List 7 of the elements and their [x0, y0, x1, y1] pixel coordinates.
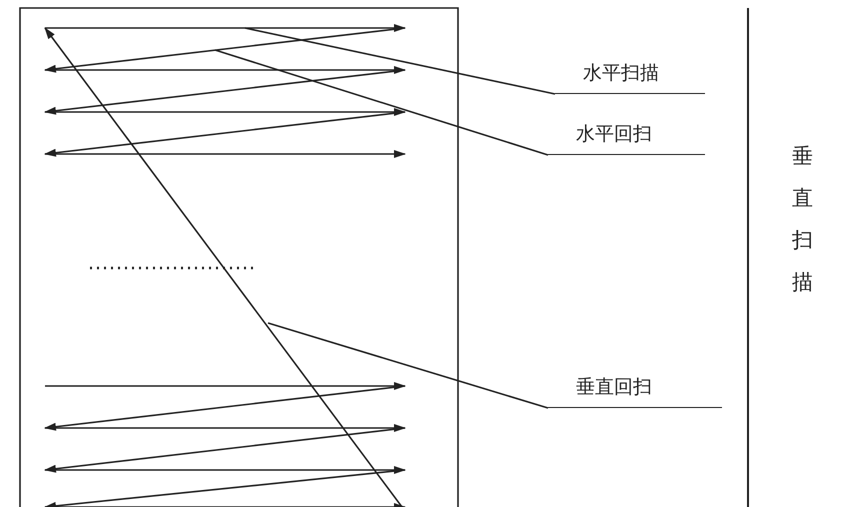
leader-line: [214, 49, 548, 156]
scan-label: 垂直扫描: [792, 143, 814, 296]
callout-label: 垂直回扫: [548, 372, 722, 408]
leader-line: [244, 27, 556, 95]
callout-label: 水平回扫: [548, 119, 705, 155]
callout-label: 水平扫描: [555, 58, 705, 94]
leader-line: [268, 322, 548, 409]
